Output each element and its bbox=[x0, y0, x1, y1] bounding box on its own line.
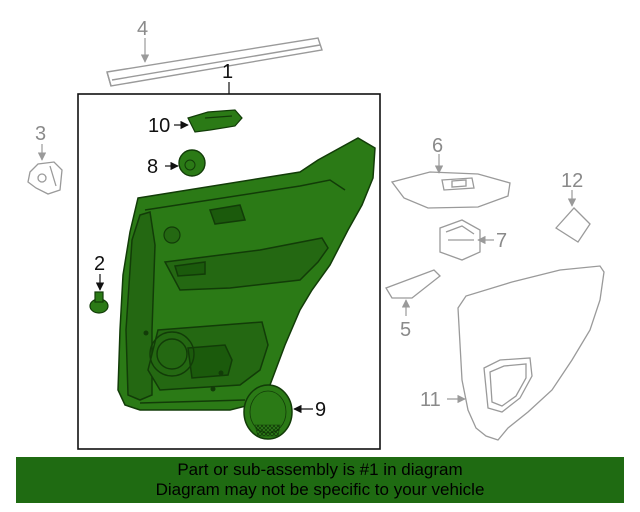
callout-2: 2 bbox=[94, 253, 105, 275]
callout-1: 1 bbox=[222, 61, 233, 83]
part-9-speaker-grille bbox=[243, 384, 293, 440]
callout-6: 6 bbox=[432, 135, 443, 157]
trim-grommet bbox=[163, 226, 181, 244]
callout-10: 10 bbox=[148, 115, 170, 137]
parts-diagram: 4 1 10 8 2 bbox=[27, 18, 605, 450]
callout-11: 11 bbox=[420, 389, 441, 411]
part-10-inside-handle bbox=[187, 109, 243, 133]
part-6-switch-base bbox=[390, 171, 511, 209]
callout-7: 7 bbox=[496, 230, 507, 252]
clip-dot-2 bbox=[210, 386, 216, 392]
part-7-window-switch bbox=[439, 219, 481, 261]
assembly-box bbox=[77, 93, 381, 450]
part-5-garnish bbox=[385, 269, 441, 299]
callout-4: 4 bbox=[137, 18, 148, 40]
callout-5: 5 bbox=[400, 319, 411, 341]
part-8-cap bbox=[178, 149, 206, 177]
callout-9: 9 bbox=[315, 399, 326, 421]
callout-12: 12 bbox=[561, 170, 583, 192]
clip-dot-1 bbox=[143, 330, 149, 336]
part-3-bracket bbox=[27, 161, 63, 195]
banner-line-1: Part or sub-assembly is #1 in diagram bbox=[177, 460, 463, 479]
part-1-door-trim-panel bbox=[117, 137, 376, 411]
part-4-weatherstrip bbox=[106, 37, 323, 87]
part-11-inner-panel bbox=[457, 265, 605, 441]
speaker-opening bbox=[149, 331, 195, 377]
info-banner: Part or sub-assembly is #1 in diagram Di… bbox=[16, 457, 624, 503]
callout-8: 8 bbox=[147, 156, 158, 178]
part-2-clip bbox=[89, 291, 109, 314]
callout-3: 3 bbox=[35, 123, 46, 145]
part-12-pad bbox=[555, 207, 591, 243]
clip-dot-3 bbox=[218, 370, 224, 376]
banner-line-2: Diagram may not be specific to your vehi… bbox=[155, 480, 485, 499]
